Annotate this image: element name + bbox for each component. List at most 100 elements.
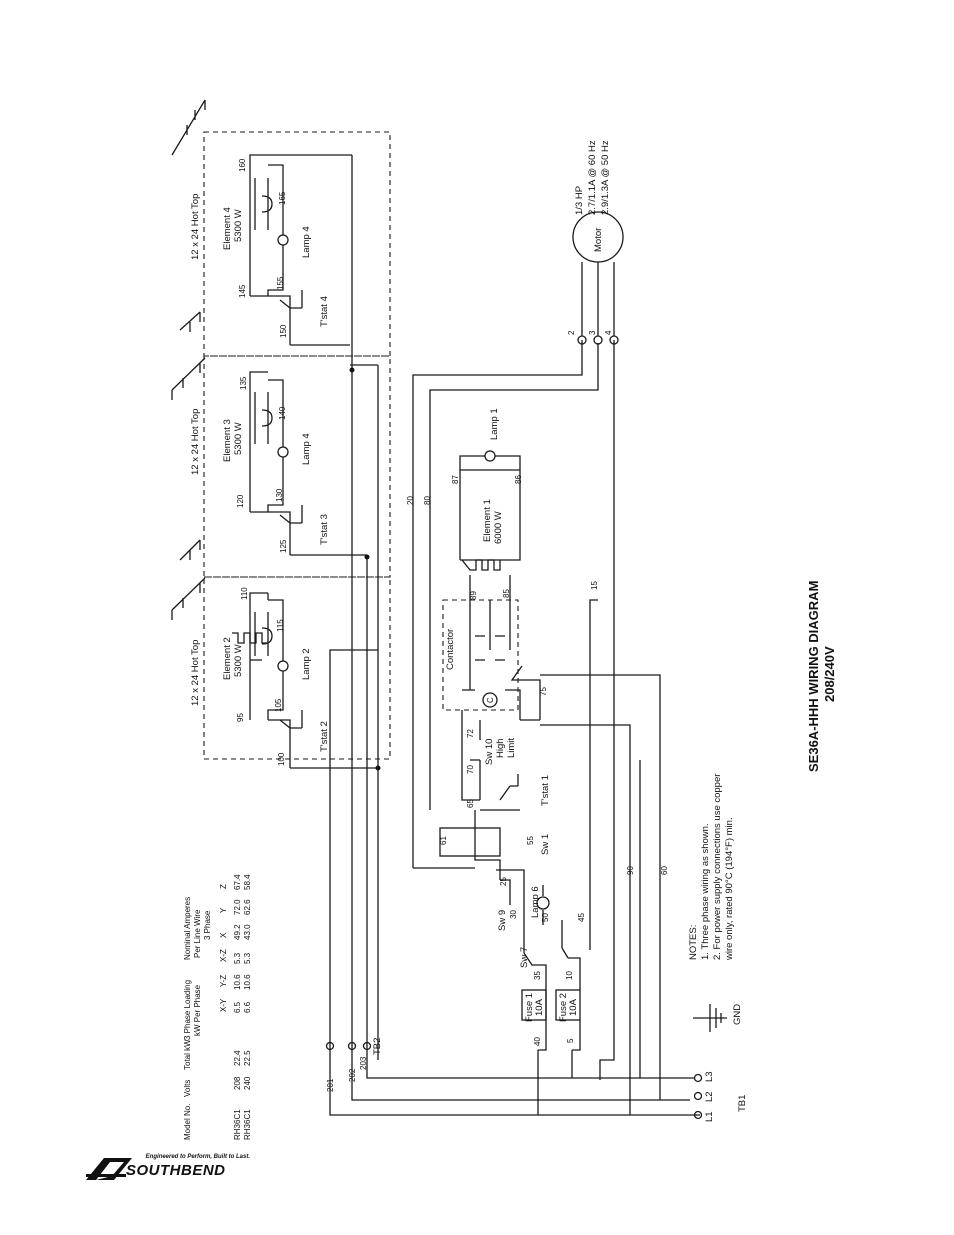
svg-text:10A: 10A (568, 998, 579, 1016)
svg-text:160: 160 (238, 158, 247, 172)
svg-text:15: 15 (590, 581, 599, 590)
svg-text:165: 165 (278, 191, 287, 205)
svg-text:RH36C1: RH36C1 (233, 1109, 242, 1140)
sw10-label: Sw 10 (484, 739, 495, 765)
tstat-4-label: T'stat 4 (319, 296, 330, 327)
svg-text:60: 60 (660, 866, 669, 875)
element-2-watts: 5300 W (233, 644, 244, 677)
element-2-label: Element 2 (222, 637, 233, 680)
tb1-terminal-l1 (693, 1110, 703, 1120)
motor (572, 211, 624, 345)
svg-text:95: 95 (236, 713, 245, 722)
svg-text:3: 3 (588, 330, 597, 335)
contactor-box (442, 599, 519, 711)
notes: NOTES: 1. Three phase wiring as shown. 2… (688, 774, 735, 961)
contactor-coil (482, 692, 498, 708)
tb1-terminal-l2 (693, 1091, 703, 1101)
svg-text:10A: 10A (534, 998, 545, 1016)
tstat-2-label: T'stat 2 (319, 721, 330, 752)
svg-text:145: 145 (238, 284, 247, 298)
fuse1-label: Fuse 1 (524, 993, 535, 1022)
svg-text:3 Phase: 3 Phase (203, 910, 212, 940)
motor-rating-50: 2.9/1.3A @ 50 Hz (600, 140, 611, 215)
svg-text:Per Line Wire: Per Line Wire (193, 909, 202, 958)
svg-text:Volts: Volts (183, 1080, 192, 1097)
logo-name: SOUTHBEND (126, 1162, 226, 1179)
lamp-6 (536, 896, 550, 910)
svg-text:High: High (495, 738, 506, 758)
svg-text:22.5: 22.5 (243, 1050, 252, 1066)
svg-text:Y: Y (219, 907, 228, 913)
hot-top-enclosures (203, 131, 391, 760)
element-4-label: Element 4 (222, 207, 233, 250)
svg-text:X-Z: X-Z (219, 949, 228, 962)
svg-text:Z: Z (219, 884, 228, 889)
motor-labels: Motor 1/3 HP 2.7/1.1A @ 60 Hz 2.9/1.3A @… (567, 140, 613, 335)
sw1-label: Sw 1 (540, 834, 551, 855)
svg-text:Total kW: Total kW (183, 1039, 192, 1070)
svg-text:X-Y: X-Y (219, 998, 228, 1012)
hot-top-2 (232, 592, 378, 769)
svg-text:RH36C1: RH36C1 (243, 1109, 252, 1140)
hot-top-4 (249, 154, 352, 346)
svg-text:5.3: 5.3 (243, 952, 252, 964)
sw9-label: Sw 9 (497, 910, 508, 931)
svg-text:L1: L1 (704, 1111, 715, 1122)
motor-hp: 1/3 HP (574, 186, 585, 215)
control-wire-numbers: 20 80 15 90 60 70 72 65 61 55 25 30 50 4… (406, 496, 669, 1046)
sw7-label: Sw 7 (519, 947, 530, 968)
ground-symbol (693, 1004, 727, 1032)
logo-slogan: Engineered to Perform, Built to Last. (145, 1154, 250, 1160)
notes-line-2: 2. For power supply connections use copp… (712, 774, 723, 960)
svg-text:120: 120 (236, 494, 245, 508)
svg-text:150: 150 (279, 324, 288, 338)
hot-top-4-heading: 12 x 24 Hot Top (190, 194, 201, 260)
fuse-2 (555, 989, 581, 1021)
motor-rating-60: 2.7/1.1A @ 60 Hz (587, 140, 598, 215)
svg-text:201: 201 (326, 1078, 335, 1092)
svg-text:86: 86 (514, 475, 523, 484)
element-3-label: Element 3 (222, 419, 233, 462)
fuse-1 (521, 989, 547, 1021)
svg-text:20: 20 (406, 496, 415, 505)
element-4-watts: 5300 W (233, 209, 244, 242)
svg-text:49.2: 49.2 (233, 924, 242, 940)
notes-line-1: 1. Three phase wiring as shown. (700, 823, 711, 960)
svg-text:61: 61 (439, 836, 448, 845)
svg-text:Model No.: Model No. (183, 1104, 192, 1140)
hot-top-3-enclosure (203, 355, 391, 578)
diagram-title: SE36A-HHH WIRING DIAGRAM 208/240V (806, 581, 837, 772)
svg-text:5: 5 (566, 1038, 575, 1043)
svg-text:Limit: Limit (506, 738, 517, 758)
svg-text:10.6: 10.6 (243, 974, 252, 990)
svg-text:62.6: 62.6 (243, 899, 252, 915)
tb1-terminal-l3 (693, 1073, 703, 1083)
rating-table: Model No. Volts Total kW 3 Phase Loading… (183, 874, 252, 1140)
svg-text:2: 2 (567, 330, 576, 335)
svg-text:240: 240 (243, 1076, 252, 1090)
tb2-terminal-203 (362, 1041, 372, 1051)
svg-text:kW Per Phase: kW Per Phase (193, 984, 202, 1036)
svg-text:65: 65 (466, 799, 475, 808)
southbend-logo-mark (86, 1158, 132, 1180)
element-1-label: Element 1 (482, 499, 493, 542)
hot-top-wire-numbers: 95 110 105 115 100 120 135 130 140 125 1… (236, 158, 288, 766)
svg-text:L3: L3 (704, 1071, 715, 1082)
svg-text:30: 30 (509, 910, 518, 919)
tstat-1-label: T'stat 1 (540, 775, 551, 806)
svg-text:L2: L2 (704, 1091, 715, 1102)
svg-text:6.5: 6.5 (233, 1001, 242, 1013)
contactor-label: Contactor (445, 629, 456, 670)
svg-text:115: 115 (276, 619, 285, 632)
hot-top-4-sketch (171, 99, 206, 156)
svg-text:72: 72 (466, 729, 475, 738)
tstat-3-label: T'stat 3 (319, 514, 330, 545)
tb2-terminal-block (325, 1041, 372, 1051)
motor-terminal-2 (577, 335, 587, 345)
svg-text:135: 135 (239, 376, 248, 390)
hot-top-3-heading: 12 x 24 Hot Top (190, 409, 201, 475)
svg-text:Nominal Amperes: Nominal Amperes (183, 897, 192, 960)
svg-text:25: 25 (499, 877, 508, 886)
svg-text:C: C (486, 697, 495, 703)
svg-text:22.4: 22.4 (233, 1050, 242, 1066)
